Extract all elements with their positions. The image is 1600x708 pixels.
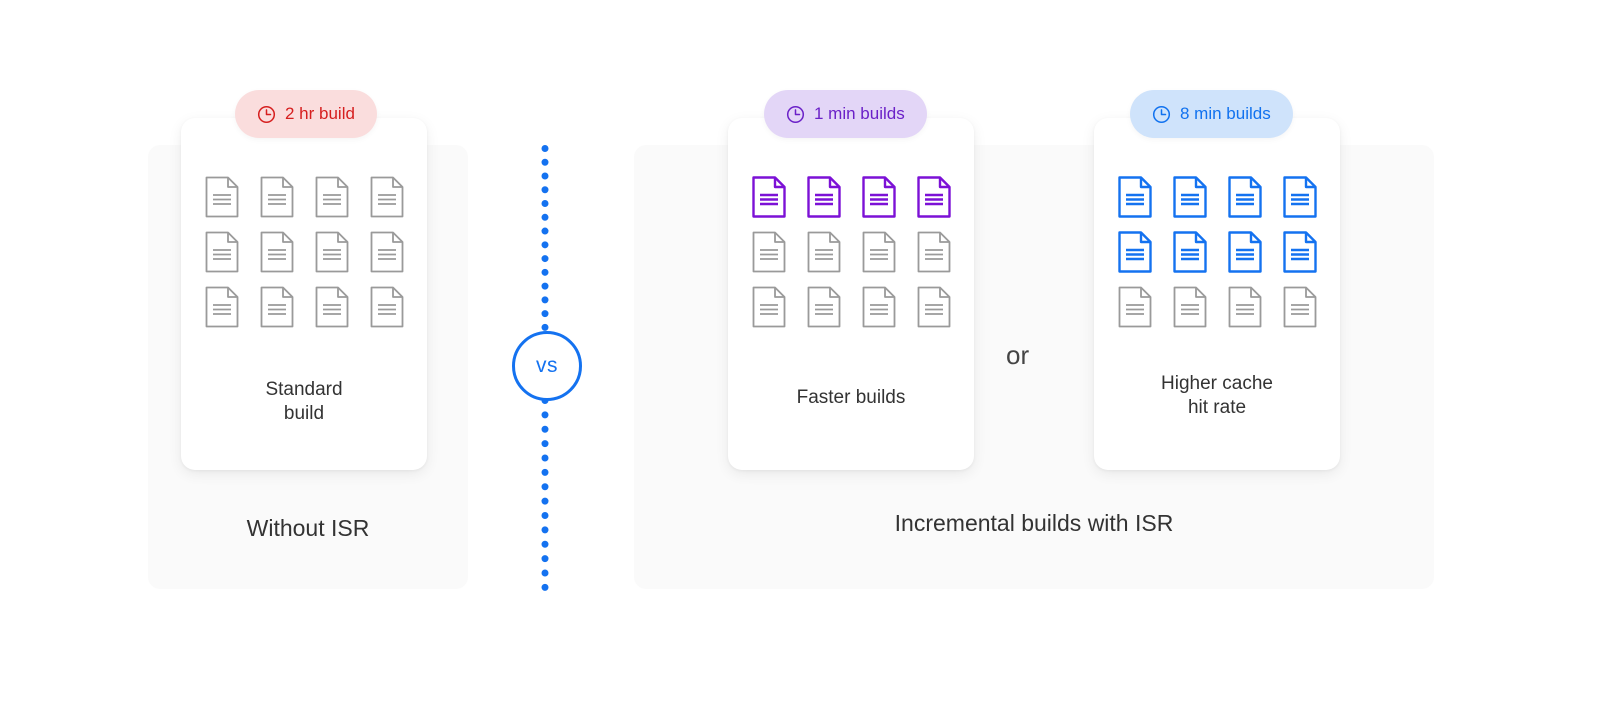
document-icon-highlighted [1282,231,1317,273]
document-icon [315,286,349,328]
doc-row [205,231,404,273]
clock-icon [257,105,276,124]
badge-build-time-faster[interactable]: 1 min builds [764,90,927,138]
document-icon-highlighted [1117,176,1152,218]
doc-row [1117,176,1317,218]
card-caption-faster-builds: Faster builds [796,387,906,408]
document-icon-highlighted [1227,176,1262,218]
doc-row [752,231,951,273]
document-icon-highlighted [1282,176,1317,218]
vs-label: vs [536,354,558,377]
document-icon [370,176,404,218]
document-icon [1118,286,1152,328]
divider-dotted-line-top [541,145,556,331]
card-faster-builds[interactable]: Faster builds [728,118,974,470]
document-icon [1283,286,1317,328]
document-icon [917,231,951,273]
doc-grid-cache [1094,176,1340,328]
document-icon [370,286,404,328]
document-icon [205,176,239,218]
badge-build-time-cache[interactable]: 8 min builds [1130,90,1293,138]
document-icon [205,231,239,273]
doc-row [751,176,951,218]
document-icon [260,176,294,218]
document-icon [260,231,294,273]
badge-label: 1 min builds [814,104,905,123]
divider-dotted-line-bottom [541,397,556,591]
doc-row [1118,286,1317,328]
document-icon [862,231,896,273]
document-icon [315,176,349,218]
badge-label: 8 min builds [1180,104,1271,123]
document-icon [315,231,349,273]
document-icon [917,286,951,328]
document-icon [260,286,294,328]
vs-badge: vs [512,331,582,401]
document-icon [752,231,786,273]
doc-grid-faster [728,176,974,328]
panel-footer-without-isr: Without ISR [246,515,370,541]
doc-row [1117,231,1317,273]
document-icon [862,286,896,328]
card-standard-build[interactable]: Standard build [181,118,427,470]
vs-divider [541,145,549,591]
card-caption-higher-cache-hit-rate: Higher cache hit rate [1161,373,1273,418]
card-caption-standard-build: Standard build [265,379,343,424]
or-connector-label: or [1006,340,1030,370]
doc-grid-standard [181,176,427,328]
document-icon [807,286,841,328]
doc-row [205,176,404,218]
doc-row [752,286,951,328]
document-icon-highlighted [1172,176,1207,218]
document-icon-highlighted [916,176,951,218]
badge-label: 2 hr build [285,104,355,123]
panel-footer-incremental-isr: Incremental builds with ISR [894,510,1174,536]
card-higher-cache-hit-rate[interactable]: Higher cache hit rate [1094,118,1340,470]
document-icon [752,286,786,328]
document-icon [370,231,404,273]
document-icon [807,231,841,273]
document-icon-highlighted [1172,231,1207,273]
document-icon [205,286,239,328]
doc-row [205,286,404,328]
document-icon-highlighted [1227,231,1262,273]
clock-icon [1152,105,1171,124]
clock-icon [786,105,805,124]
document-icon-highlighted [861,176,896,218]
document-icon-highlighted [1117,231,1152,273]
badge-build-time-standard[interactable]: 2 hr build [235,90,377,138]
document-icon [1173,286,1207,328]
document-icon [1228,286,1262,328]
document-icon-highlighted [751,176,786,218]
document-icon-highlighted [806,176,841,218]
